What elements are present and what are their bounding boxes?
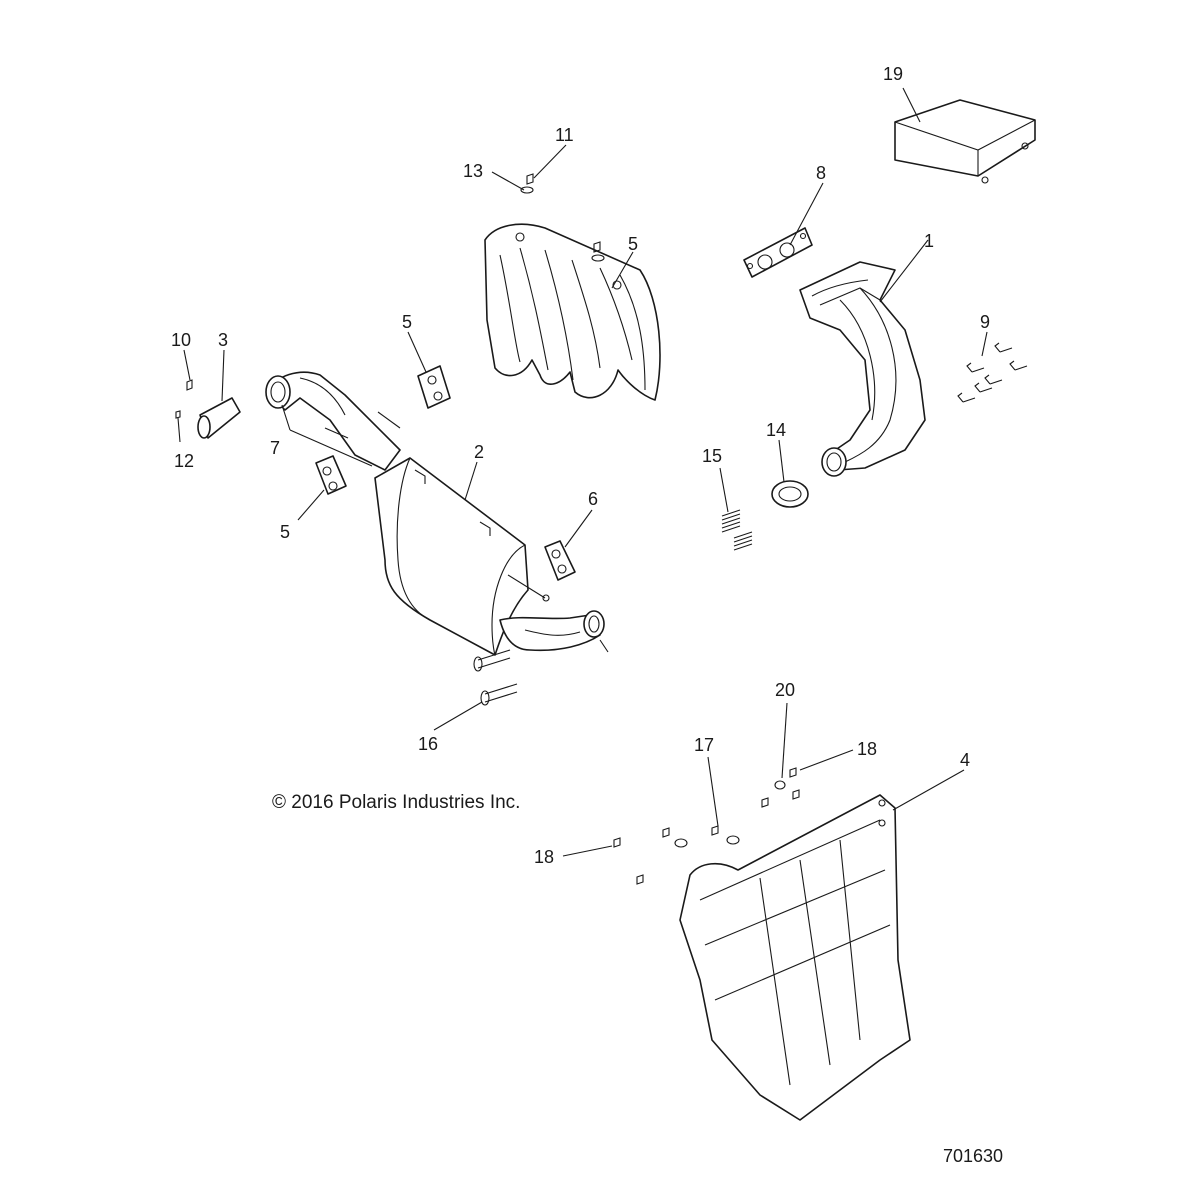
part-mounting-bolt — [473, 649, 518, 706]
part-lower-heat-shield — [679, 794, 911, 1121]
callout-18-left: 18 — [534, 847, 554, 867]
callout-10: 10 — [171, 330, 191, 350]
callout-4: 5 — [628, 234, 638, 254]
figure-number: 701630 — [943, 1146, 1003, 1166]
part-muffler — [374, 457, 550, 656]
callout-17: 17 — [694, 735, 714, 755]
callout-5-right: 6 — [588, 489, 598, 509]
part-shield-screw — [520, 173, 605, 262]
part-exhaust-gasket — [743, 227, 813, 278]
callout-19: 19 — [883, 64, 903, 84]
part-heat-shield-fasteners — [613, 767, 800, 885]
callout-13: 13 — [463, 161, 483, 181]
callout-7: 7 — [270, 438, 280, 458]
callout-3: 3 — [218, 330, 228, 350]
callout-6: 4 — [960, 750, 970, 770]
callout-numbers: 19 8 1 9 11 13 5 5 10 3 7 2 12 5 6 14 15… — [171, 64, 990, 867]
part-tailpipe-spark-arrestor — [197, 397, 241, 439]
callout-9: 9 — [980, 312, 990, 332]
part-manifold-bolts — [957, 342, 1028, 403]
callout-11: 11 — [555, 125, 574, 145]
callout-1: 1 — [924, 231, 934, 251]
callout-5-left: 5 — [280, 522, 290, 542]
part-heat-shield-plate — [894, 99, 1036, 184]
leader-lines — [177, 87, 988, 857]
callout-5-top: 5 — [402, 312, 412, 332]
callout-20: 20 — [775, 680, 795, 700]
part-rubber-isolator-mount — [315, 365, 576, 581]
callout-8: 8 — [816, 163, 826, 183]
callout-14: 14 — [766, 420, 786, 440]
part-fastener-screw — [175, 379, 193, 419]
part-exhaust-springs — [721, 509, 753, 551]
callout-18-right: 18 — [857, 739, 877, 759]
callout-2: 2 — [474, 442, 484, 462]
callout-15: 15 — [702, 446, 722, 466]
part-ball-joint-seal — [771, 480, 809, 508]
part-outlet-pipe — [499, 610, 609, 653]
part-muffler-inlet-pipe — [265, 371, 401, 471]
copyright-notice: © 2016 Polaris Industries Inc. — [272, 792, 520, 813]
callout-16: 16 — [418, 734, 438, 754]
part-upper-heat-shield — [484, 223, 661, 401]
part-exhaust-manifold-pipe — [799, 261, 926, 477]
callout-12: 12 — [174, 451, 194, 471]
